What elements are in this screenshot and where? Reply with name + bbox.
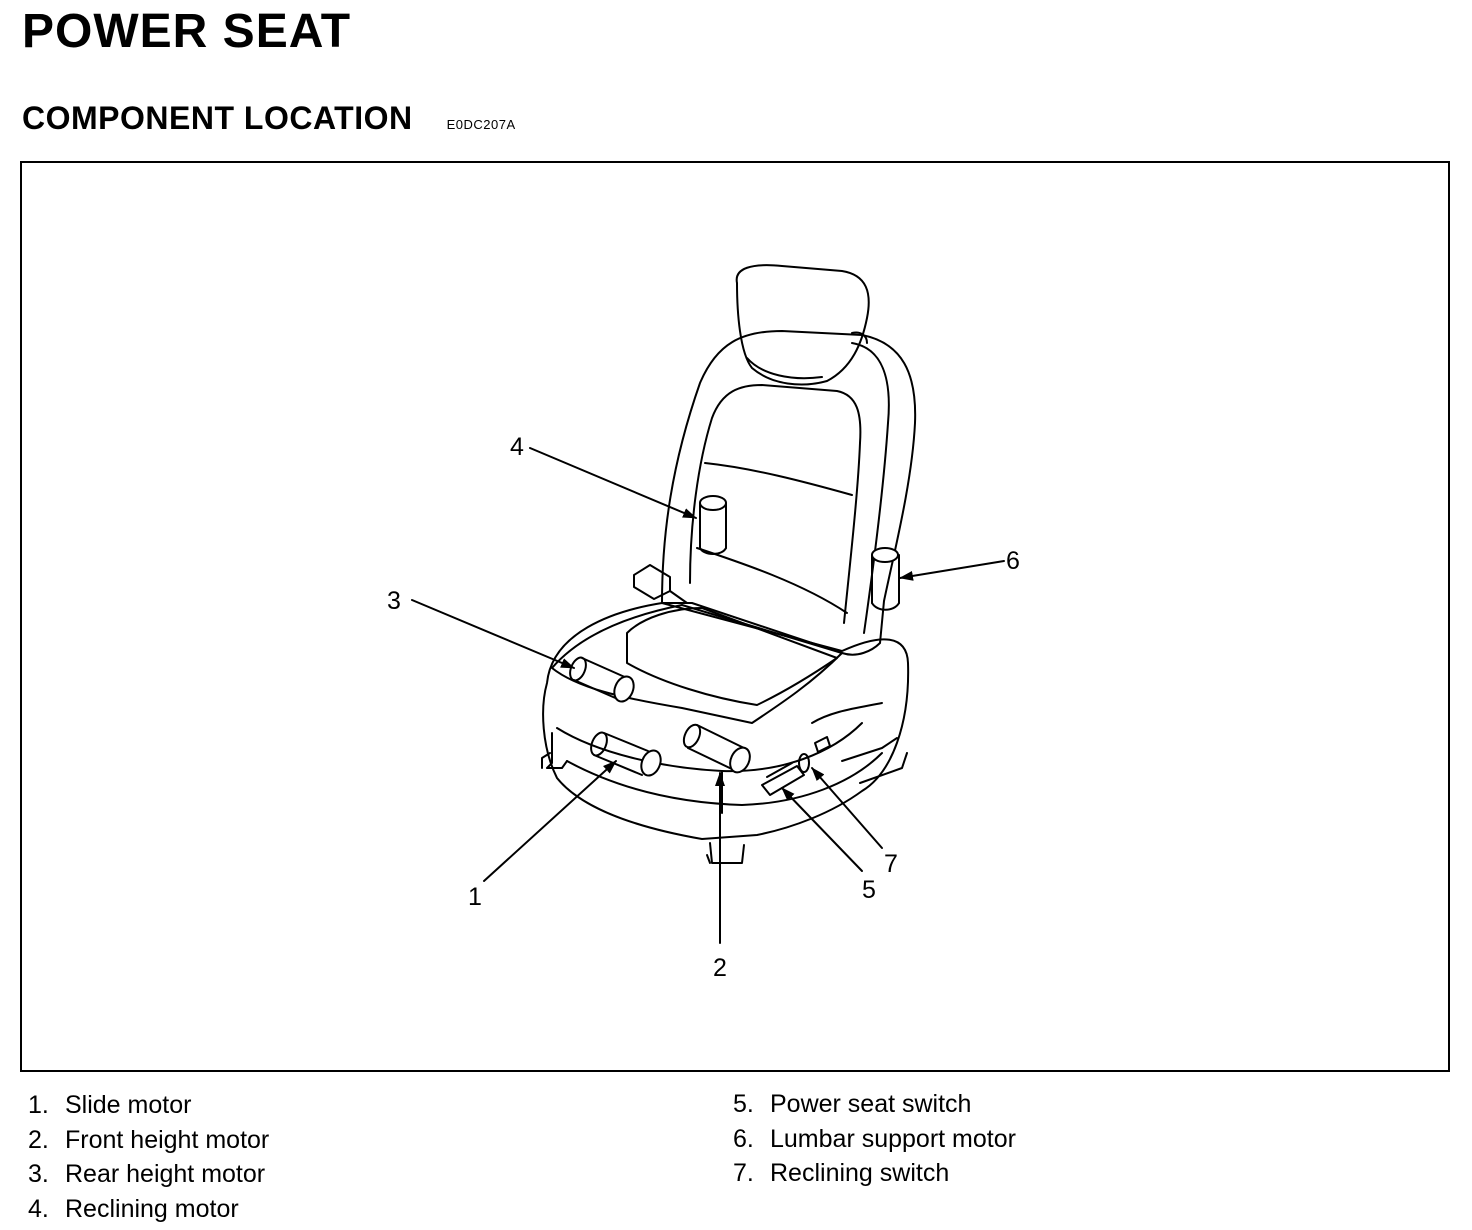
legend-label: Reclining motor bbox=[65, 1195, 239, 1224]
legend-label: Reclining switch bbox=[770, 1159, 950, 1188]
seat-cushion-panel bbox=[626, 607, 838, 706]
seat-foot bbox=[709, 842, 745, 864]
legend-label: Power seat switch bbox=[770, 1090, 972, 1118]
callout-5: 5 bbox=[862, 876, 876, 904]
legend-item: 2. Front height motor bbox=[28, 1123, 269, 1158]
legend-number: 2. bbox=[28, 1125, 49, 1154]
leader-line-4 bbox=[529, 447, 697, 519]
power-seat-switch bbox=[761, 762, 805, 796]
seat-rail-left bbox=[546, 732, 568, 769]
legend-item: 6. Lumbar support motor bbox=[733, 1122, 1016, 1157]
callout-1: 1 bbox=[468, 883, 482, 911]
callout-6: 6 bbox=[1006, 547, 1020, 575]
legend-number: 6. bbox=[733, 1124, 754, 1153]
lumbar-support-motor-cylinder bbox=[871, 547, 900, 611]
document-code: E0DC207A bbox=[446, 117, 516, 132]
power-seat-illustration: 1 2 3 4 5 6 7 bbox=[387, 264, 1020, 982]
legend-item: 3. Rear height motor bbox=[28, 1157, 269, 1192]
legend-number: 1. bbox=[28, 1091, 49, 1119]
seat-cushion-top bbox=[551, 604, 843, 724]
legend-item: 4. Reclining motor bbox=[28, 1192, 269, 1227]
slide-motor-cylinder bbox=[590, 731, 662, 777]
headrest bbox=[735, 264, 870, 386]
callout-3: 3 bbox=[387, 587, 401, 615]
legend-number: 4. bbox=[28, 1195, 49, 1224]
front-height-motor-cylinder bbox=[682, 723, 751, 774]
legend-left-column: 1. Slide motor 2. Front height motor 3. Rea… bbox=[28, 1088, 269, 1227]
legend-item: 1. Slide motor bbox=[28, 1088, 269, 1123]
legend-number: 7. bbox=[733, 1159, 754, 1188]
leader-line-3 bbox=[411, 599, 575, 669]
section-title: COMPONENT LOCATION bbox=[22, 100, 413, 136]
rear-height-motor-cylinder bbox=[569, 656, 635, 703]
leader-line-6 bbox=[899, 560, 1005, 581]
seat-rail-right bbox=[859, 752, 908, 784]
legend-label: Lumbar support motor bbox=[770, 1124, 1016, 1153]
callout-2: 2 bbox=[713, 954, 727, 982]
leader-line-1 bbox=[483, 760, 617, 882]
seat-backrest-inner bbox=[689, 384, 862, 624]
reclining-motor-cylinder bbox=[699, 495, 727, 555]
legend-right-column: 5. Power seat switch 6. Lumbar support mot… bbox=[733, 1087, 1016, 1191]
legend-item: 5. Power seat switch bbox=[733, 1087, 1016, 1122]
legend-number: 3. bbox=[28, 1160, 49, 1189]
leader-line-5 bbox=[781, 787, 863, 872]
reclining-switch bbox=[798, 736, 831, 773]
legend-label: Slide motor bbox=[65, 1091, 192, 1119]
callout-7: 7 bbox=[884, 850, 898, 878]
page-title: POWER SEAT bbox=[22, 5, 352, 58]
legend-label: Rear height motor bbox=[65, 1160, 266, 1189]
callout-4: 4 bbox=[510, 433, 524, 461]
section-header: COMPONENT LOCATION E0DC207A bbox=[22, 100, 516, 137]
seat-backrest-outer bbox=[661, 330, 917, 656]
legend-item: 7. Reclining switch bbox=[733, 1156, 1016, 1191]
leader-line-7 bbox=[811, 767, 883, 849]
seatbelt-buckle bbox=[633, 564, 671, 600]
legend-number: 5. bbox=[733, 1090, 754, 1118]
legend-label: Front height motor bbox=[65, 1125, 270, 1154]
component-location-diagram: 1 2 3 4 5 6 7 bbox=[20, 161, 1450, 1072]
